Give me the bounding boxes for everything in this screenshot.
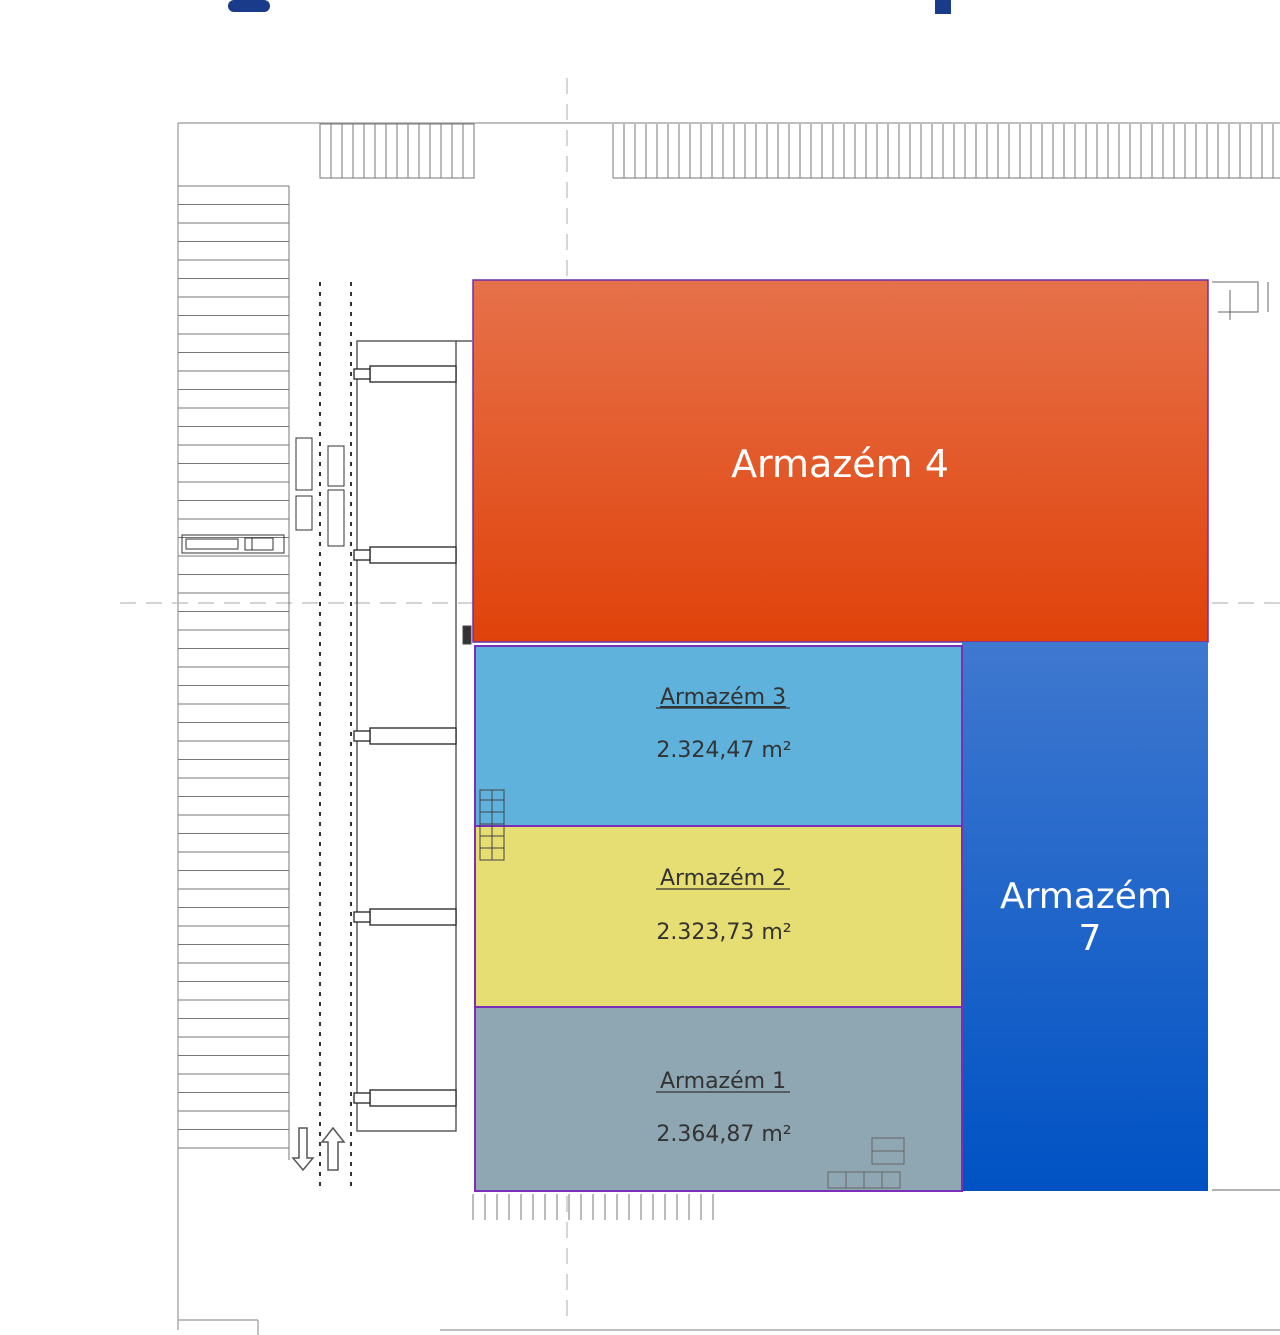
warehouse-2-area: 2.323,73 m² (656, 920, 791, 945)
warehouse-1[interactable]: Armazém 1 2.364,87 m² (474, 1006, 963, 1192)
warehouse-3-label: Armazém 3 (660, 685, 786, 710)
warehouse-2[interactable]: Armazém 2 2.323,73 m² (474, 825, 963, 1008)
right-structures (1212, 281, 1280, 1191)
parking-top-right (612, 124, 1280, 179)
truck-icon (181, 437, 345, 554)
warehouse-7-label-line1: Armazém (1000, 876, 1172, 917)
arrow-down-icon (291, 1127, 315, 1172)
road-lanes (319, 282, 352, 1192)
warehouse-3-area: 2.324,47 m² (656, 738, 791, 763)
equipment-detail (827, 1137, 905, 1189)
warehouse-4-label: Armazém 4 (731, 442, 949, 486)
site-boundary (177, 122, 1280, 1335)
stair-detail (462, 625, 505, 861)
warehouse-1-area: 2.364,87 m² (656, 1122, 791, 1147)
warehouse-7[interactable]: Armazém 7 (962, 642, 1208, 1191)
warehouse-1-label: Armazém 1 (660, 1069, 786, 1094)
warehouse-2-label: Armazém 2 (660, 866, 786, 891)
warehouse-7-label-line2: 7 (1079, 918, 1102, 959)
loading-docks (353, 365, 457, 1107)
parking-top-left (319, 123, 475, 179)
parking-left (178, 185, 290, 1160)
parking-bottom (472, 1194, 714, 1220)
title-fragment (228, 0, 951, 14)
warehouse-3[interactable]: Armazém 3 2.324,47 m² (474, 645, 963, 827)
warehouse-4[interactable]: Armazém 4 (472, 279, 1209, 643)
arrow-up-icon (320, 1126, 346, 1171)
